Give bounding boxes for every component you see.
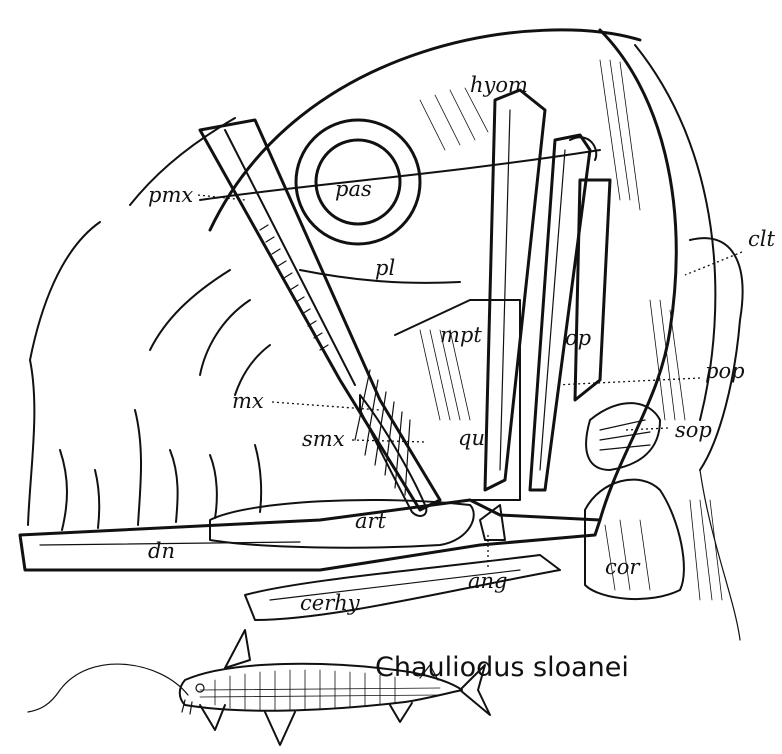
label-pmx: pmx: [148, 183, 193, 207]
label-clt: clt: [748, 227, 775, 251]
label-pl: pl: [375, 256, 395, 280]
label-mpt: mpt: [440, 323, 482, 347]
figure-caption: Chauliodus sloanei: [375, 652, 629, 683]
label-ang: ang: [468, 569, 508, 593]
fish-illustration: [28, 630, 490, 745]
label-sop: sop: [675, 418, 712, 442]
skull-drawing: [20, 30, 743, 640]
label-pop: pop: [705, 359, 745, 383]
label-op: op: [565, 326, 591, 350]
label-qu: qu: [458, 426, 485, 450]
label-mx: mx: [232, 389, 264, 413]
structure-labels: hyom pas pmx pl clt mpt op pop mx sop sm…: [148, 73, 775, 615]
label-cor: cor: [605, 555, 641, 579]
label-art: art: [355, 509, 387, 533]
label-cerhy: cerhy: [300, 591, 361, 615]
label-smx: smx: [302, 427, 345, 451]
label-pas: pas: [335, 177, 372, 201]
label-dn: dn: [148, 539, 175, 563]
label-hyom: hyom: [470, 73, 528, 97]
